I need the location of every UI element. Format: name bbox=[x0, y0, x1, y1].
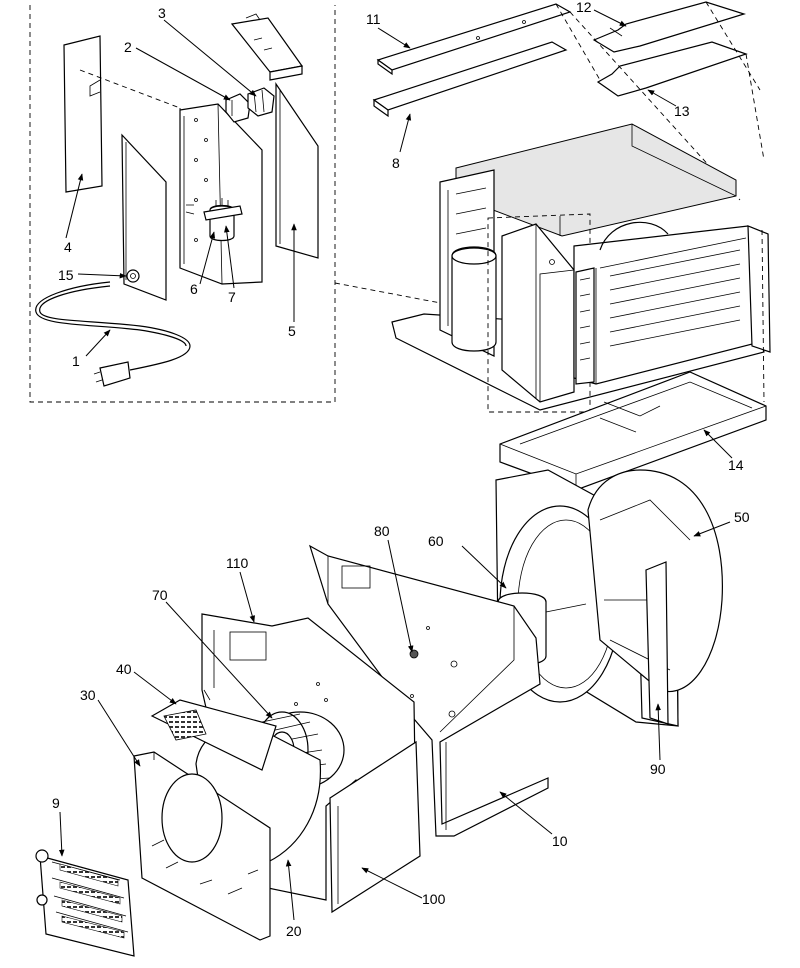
label-70: 70 bbox=[152, 587, 168, 603]
upper-housing bbox=[455, 123, 737, 237]
label-13: 13 bbox=[674, 103, 690, 119]
insulation-panel-4 bbox=[63, 35, 103, 193]
control-group-boundary bbox=[29, 5, 336, 403]
compressor bbox=[451, 246, 497, 352]
top-cover-bracket bbox=[230, 17, 304, 73]
label-8: 8 bbox=[392, 155, 400, 171]
power-cord-1 bbox=[39, 285, 191, 371]
part-labels: 3 2 4 15 6 7 5 1 11 8 12 13 14 50 60 80 … bbox=[52, 0, 750, 939]
capacitor-bracket-7 bbox=[203, 205, 243, 221]
chassis-assembly bbox=[391, 123, 771, 413]
label-40: 40 bbox=[116, 661, 132, 677]
label-90: 90 bbox=[650, 761, 666, 777]
power-plug bbox=[99, 361, 131, 387]
top-panels-group bbox=[372, 1, 765, 201]
label-15: 15 bbox=[58, 267, 74, 283]
label-2: 2 bbox=[124, 39, 132, 55]
lower-assembly bbox=[35, 469, 723, 957]
drain-pan-14 bbox=[499, 371, 767, 491]
partition-panel-10 bbox=[308, 544, 549, 837]
label-3: 3 bbox=[158, 5, 166, 21]
label-110: 110 bbox=[226, 555, 249, 571]
label-11: 11 bbox=[366, 11, 381, 27]
control-box-group bbox=[29, 5, 336, 403]
label-1: 1 bbox=[72, 353, 80, 369]
top-cover-11 bbox=[376, 3, 572, 71]
leader-lines bbox=[58, 9, 733, 921]
side-cover-5 bbox=[275, 82, 319, 259]
mounting-bracket-panel bbox=[121, 133, 167, 301]
label-4: 4 bbox=[64, 239, 72, 255]
heater-coil-9 bbox=[35, 849, 135, 957]
label-12: 12 bbox=[576, 0, 592, 15]
label-5: 5 bbox=[288, 323, 296, 339]
label-80: 80 bbox=[374, 523, 390, 539]
label-50: 50 bbox=[734, 509, 750, 525]
label-14: 14 bbox=[728, 457, 744, 473]
label-10: 10 bbox=[552, 833, 568, 849]
label-100: 100 bbox=[422, 891, 446, 907]
insulation-panel-13 bbox=[596, 41, 748, 97]
label-7: 7 bbox=[228, 289, 236, 305]
control-box bbox=[501, 223, 575, 403]
blower-wheel-upper bbox=[599, 221, 669, 251]
top-panel-12 bbox=[592, 1, 747, 53]
side-panel-90 bbox=[645, 561, 669, 725]
label-30: 30 bbox=[80, 687, 96, 703]
label-20: 20 bbox=[286, 923, 302, 939]
front-panel-100 bbox=[329, 740, 421, 914]
label-6: 6 bbox=[190, 281, 198, 297]
evaporator-section bbox=[573, 225, 769, 385]
bushing-15 bbox=[126, 269, 140, 283]
label-60: 60 bbox=[428, 533, 444, 549]
label-9: 9 bbox=[52, 795, 60, 811]
